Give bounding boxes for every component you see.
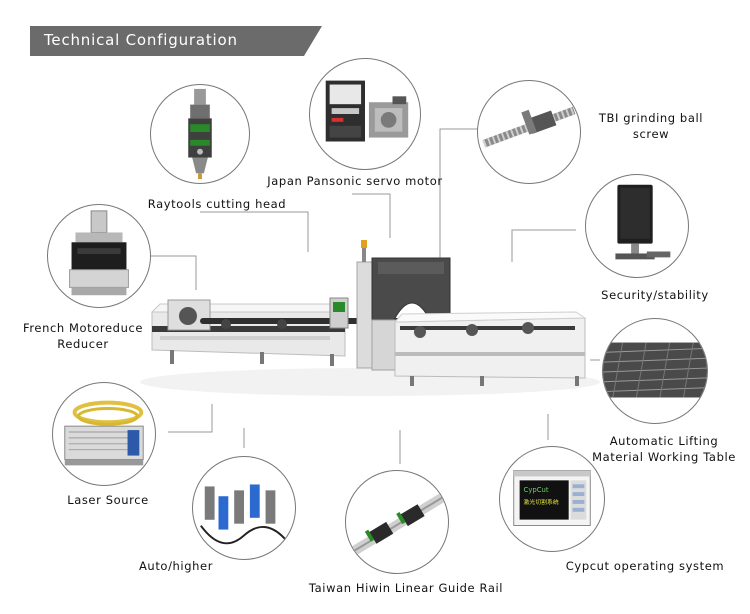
label-security: Security/stability [588,287,722,303]
callout-cutting-head [150,84,250,184]
label-operating-system-text: Cypcut operating system [565,559,725,573]
callout-operating-system: CypCut 激光切割系统 [499,446,605,552]
label-servo-motor: Japan Pansonic servo motor [258,173,452,189]
label-laser-source: Laser Source [56,492,160,508]
label-servo-motor-text: Japan Pansonic servo motor [267,174,443,188]
screen-subtitle: 激光切割系统 [524,498,559,506]
callout-security [585,174,689,278]
label-ball-screw-line1: TBI grinding ball [598,111,704,125]
label-lifting-table-line1: Automatic Lifting [609,434,719,448]
label-ball-screw: TBI grinding ball screw [586,110,716,142]
label-security-text: Security/stability [601,288,709,302]
callout-auto-higher [192,456,296,560]
label-lifting-table-line2: Material Working Table [592,450,736,464]
label-ball-screw-line2: screw [632,127,670,141]
label-reducer-line2: Reducer [57,337,109,351]
label-guide-rail-text: Taiwan Hiwin Linear Guide Rail [308,581,504,595]
label-reducer-line1: French Motoreduce [22,321,144,335]
section-banner: Technical Configuration [30,26,322,56]
label-auto-higher: Auto/higher [126,558,226,574]
label-auto-higher-text: Auto/higher [138,559,214,573]
callout-reducer [47,204,151,308]
callout-laser-source [52,382,156,486]
label-cutting-head-text: Raytools cutting head [147,197,287,211]
label-cutting-head: Raytools cutting head [140,196,294,212]
section-title: Technical Configuration [44,31,238,49]
label-laser-source-text: Laser Source [67,493,149,507]
callout-servo-motor [309,58,421,170]
label-reducer: French Motoreduce Reducer [14,320,152,352]
callout-lifting-table [602,318,708,424]
label-guide-rail: Taiwan Hiwin Linear Guide Rail [296,580,516,596]
label-operating-system: Cypcut operating system [550,558,740,574]
callout-ball-screw [477,80,581,184]
callout-guide-rail [345,470,449,574]
screen-title: CypCut [524,486,549,494]
label-lifting-table: Automatic Lifting Material Working Table [584,433,744,465]
